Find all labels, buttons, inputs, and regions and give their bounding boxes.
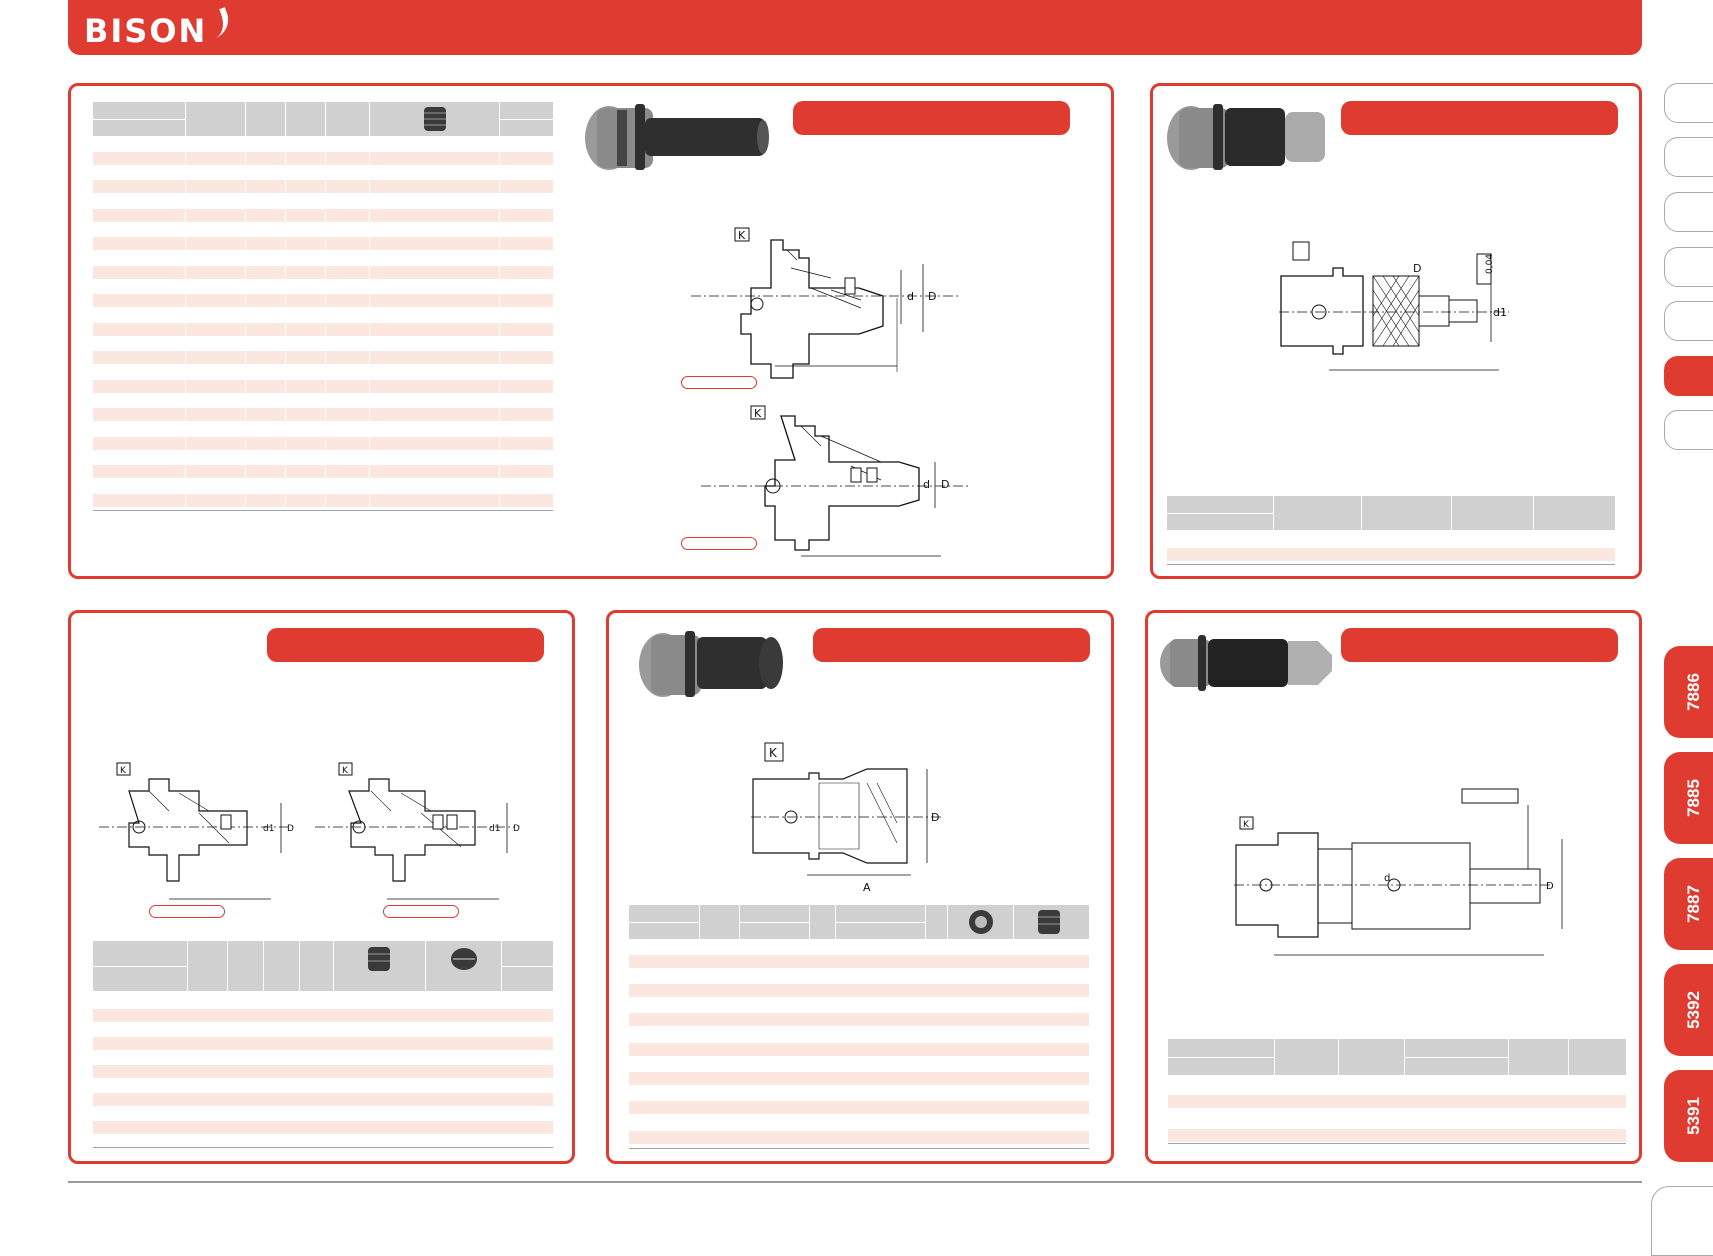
D-label: D <box>941 478 949 491</box>
series-tab-5392[interactable]: 5392 <box>1664 964 1713 1056</box>
section-tab-4[interactable] <box>1664 247 1713 287</box>
d-label: d <box>907 290 914 303</box>
k-label: K <box>754 407 762 420</box>
D-label: D <box>928 290 936 303</box>
D-label: D <box>287 824 294 834</box>
drawing-caption-b <box>681 537 757 550</box>
d1-label: d1 <box>1493 306 1507 319</box>
k-label: K <box>738 229 746 242</box>
d1-label: d1 <box>489 824 500 834</box>
footer-divider <box>68 1181 1642 1183</box>
hsk-drill-chuck-photo <box>1167 104 1325 170</box>
set-screw-icon <box>368 947 390 971</box>
product-title-bar <box>1341 628 1618 662</box>
collet-chuck-drawing: K A D <box>751 742 941 894</box>
product-panel-collet-chuck: K A D <box>606 610 1114 1164</box>
section-tab-5[interactable] <box>1664 301 1713 341</box>
clamp-screw-icon <box>451 948 477 970</box>
page-number-tab <box>1651 1186 1713 1256</box>
series-tab-5391[interactable]: 5391 <box>1664 1070 1713 1162</box>
spec-table-1 <box>93 102 553 511</box>
product-panel-shrink-adapter: K d D K d D <box>68 83 1114 579</box>
series-tab-7885[interactable]: 7885 <box>1664 752 1713 844</box>
D-label: D <box>513 824 520 834</box>
product-panel-drill-chuck: 0,04 D d1 <box>1150 83 1642 579</box>
k-label: K <box>1243 820 1250 830</box>
k-label: K <box>120 766 127 776</box>
drawing-caption-a <box>149 905 225 918</box>
product-title-bar <box>813 628 1090 662</box>
logo-horn-icon <box>204 7 234 39</box>
spec-table-4 <box>629 905 1089 1149</box>
product-title-bar <box>793 101 1070 135</box>
section-tab-2[interactable] <box>1664 137 1713 177</box>
k-label: K <box>342 766 349 776</box>
d-label: d <box>923 478 930 491</box>
section-tab-7[interactable] <box>1664 410 1713 450</box>
product-title-bar <box>1341 101 1618 135</box>
drawing-caption-a <box>681 376 757 389</box>
keyless-chuck-drawing: K d D <box>1234 788 1563 956</box>
series-tab-7887[interactable]: 7887 <box>1664 858 1713 950</box>
cross-section-drawing-b: K d D <box>701 405 971 557</box>
D-label: D <box>931 811 939 824</box>
spec-table-2 <box>1167 496 1615 566</box>
section-tab-1[interactable] <box>1664 83 1713 123</box>
set-screw-icon <box>424 107 446 131</box>
D-label: D <box>1546 881 1554 892</box>
product-title-bar <box>267 628 544 662</box>
d-label: d <box>1384 873 1390 884</box>
D-label: D <box>1413 262 1421 275</box>
cross-section-drawing-a: K d D <box>691 227 961 379</box>
hsk-shrink-holder-photo <box>585 104 769 170</box>
side-lock-drawing-b: K D d1 <box>315 762 520 900</box>
A-label: A <box>863 881 871 894</box>
collet-nut-icon <box>969 910 993 934</box>
bison-logo: BISON <box>84 12 208 50</box>
d1-label: d1 <box>263 824 274 834</box>
section-tab-3[interactable] <box>1664 192 1713 232</box>
product-panel-keyless-chuck: K d D <box>1145 610 1642 1164</box>
set-screw-icon <box>1038 910 1060 934</box>
spec-table-3 <box>93 941 553 1149</box>
hsk-collet-chuck-photo <box>639 631 783 697</box>
product-panel-side-lock: K D d1 K D d1 <box>68 610 575 1164</box>
drawing-caption-b <box>383 905 459 918</box>
section-tab-active[interactable] <box>1664 356 1713 396</box>
drill-chuck-drawing: 0,04 D d1 <box>1279 241 1509 371</box>
side-lock-drawing-a: K D d1 <box>99 762 294 900</box>
page-header: BISON <box>68 0 1642 55</box>
k-label: K <box>769 746 778 760</box>
hsk-keyless-chuck-photo <box>1160 635 1332 691</box>
series-tab-7886[interactable]: 7886 <box>1664 646 1713 738</box>
spec-table-5 <box>1168 1039 1626 1145</box>
runout-label: 0,04 <box>1485 254 1495 274</box>
